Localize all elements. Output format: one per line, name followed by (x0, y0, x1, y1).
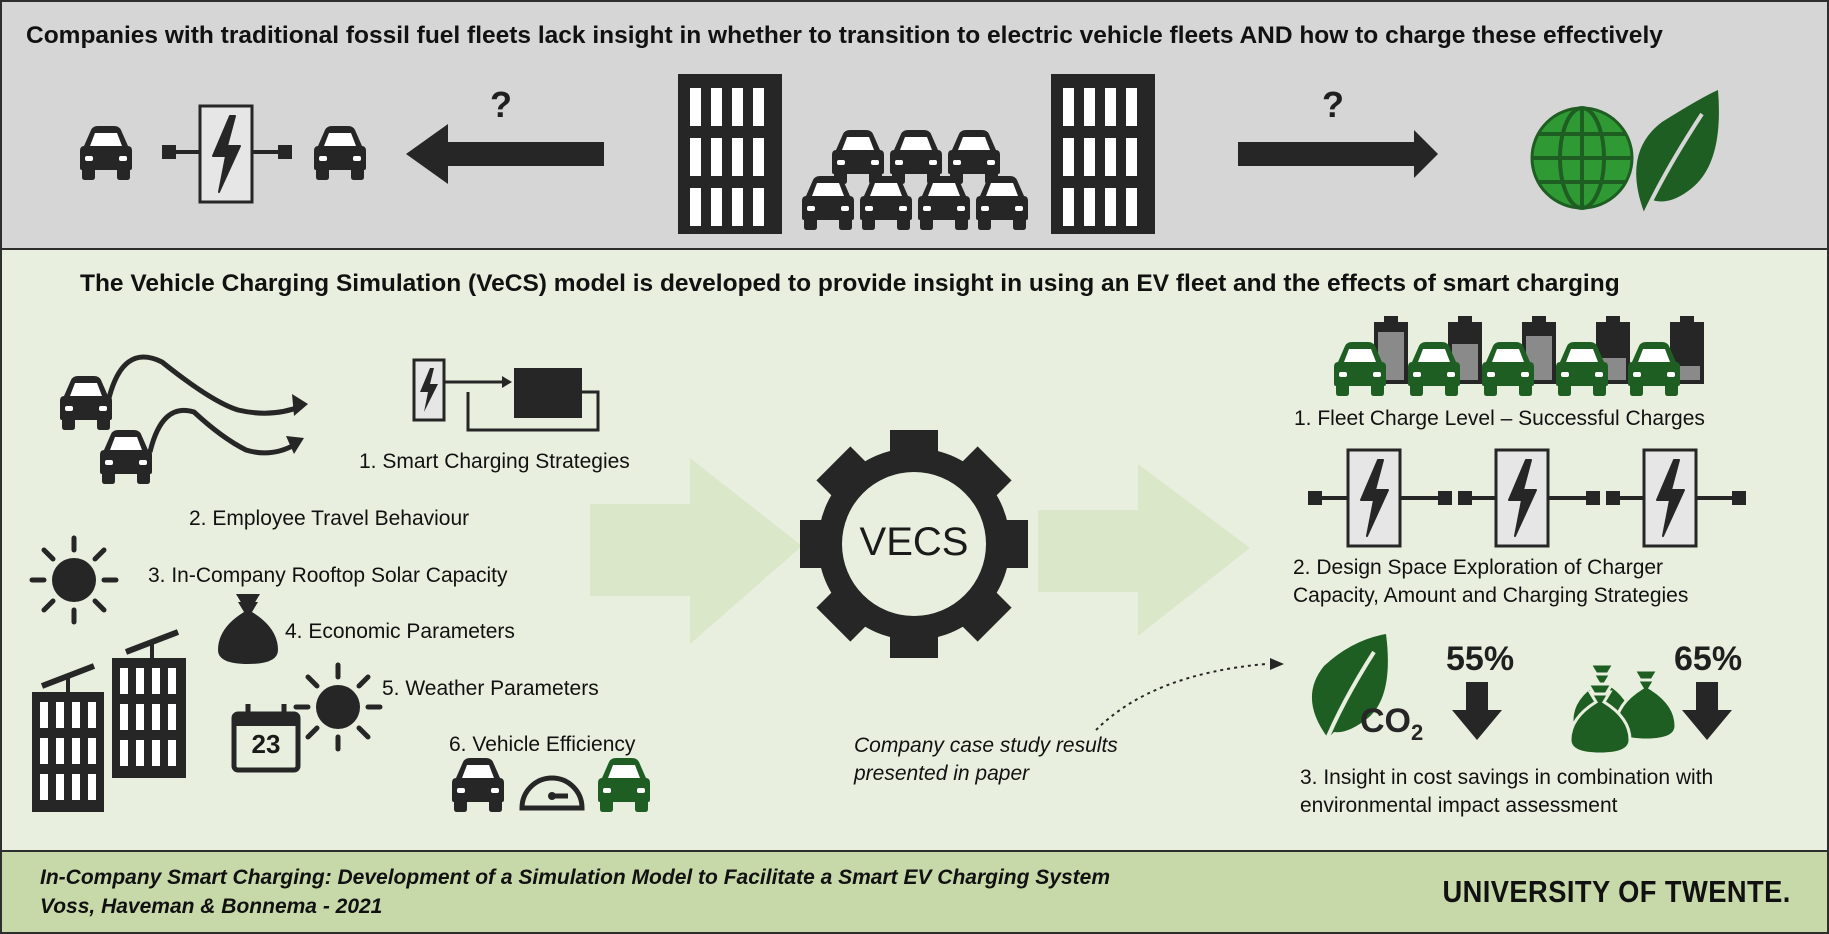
arrow-right-icon (1238, 130, 1438, 178)
footer-band (2, 850, 1827, 932)
question-mark-right: ? (1322, 84, 1344, 125)
input-smart-charging: 1. Smart Charging Strategies (359, 450, 630, 473)
input-economic: 4. Economic Parameters (285, 620, 515, 643)
smart-charging-icon (412, 358, 600, 432)
co2-subscript: 2 (1411, 719, 1424, 745)
university-logo: UNIVERSITY OF TWENTE. (1442, 874, 1791, 909)
output-design-line1: 2. Design Space Exploration of Charger (1293, 556, 1664, 579)
case-study-line1: Company case study results (854, 734, 1118, 757)
sun-icon-weather (296, 665, 380, 749)
paper-authors: Voss, Haveman & Bonnema - 2021 (40, 895, 383, 918)
co2-label: CO2 (1360, 702, 1423, 746)
vehicle-efficiency-icons (452, 758, 650, 812)
fleet-charge-level-icon (1334, 316, 1704, 396)
globe-icon (1530, 106, 1634, 210)
case-study-line2: presented in paper (854, 762, 1030, 785)
input-weather: 5. Weather Parameters (382, 677, 599, 700)
travel-behaviour-icon (60, 354, 308, 484)
calendar-day: 23 (251, 729, 281, 759)
output-design-line2: Capacity, Amount and Charging Strategies (1293, 584, 1689, 607)
output-insight-line1: 3. Insight in cost savings in combinatio… (1300, 766, 1714, 789)
sun-icon (32, 538, 116, 622)
case-study-pointer (1095, 663, 1267, 731)
problem-headline: Companies with traditional fossil fuel f… (26, 22, 1663, 49)
electric-charging-car-icon (80, 104, 366, 204)
input-vehicle-efficiency: 6. Vehicle Efficiency (449, 733, 636, 756)
model-headline: The Vehicle Charging Simulation (VeCS) m… (80, 270, 1620, 297)
output-fleet-charge: 1. Fleet Charge Level – Successful Charg… (1294, 407, 1705, 430)
output-insight: 3. Insight in cost savings in combinatio… (1300, 764, 1713, 820)
paper-title: In-Company Smart Charging: Development o… (40, 866, 1111, 889)
input-solar-capacity: 3. In-Company Rooftop Solar Capacity (148, 564, 508, 587)
problem-band (2, 2, 1827, 250)
arrow-left-icon (406, 124, 604, 184)
big-pale-arrows (590, 458, 1250, 644)
gear-label: VECS (859, 520, 969, 564)
co2-leaf-icon (1311, 634, 1388, 747)
money-bag-icon (218, 594, 278, 664)
fossil-fleet-icon (802, 130, 1028, 230)
leaf-icon (1636, 90, 1719, 221)
co2-reduction-value: 55% (1446, 640, 1515, 678)
calendar-icon (231, 704, 301, 773)
output-insight-line2: environmental impact assessment (1300, 794, 1618, 817)
charger-design-icons (1308, 448, 1746, 548)
case-study-note: Company case study results presented in … (854, 732, 1118, 788)
cost-reduction-value: 65% (1674, 640, 1743, 678)
solar-buildings-icon (32, 629, 186, 812)
down-arrow-icon (1452, 682, 1732, 740)
input-travel-behaviour: 2. Employee Travel Behaviour (189, 507, 470, 530)
question-mark-left: ? (490, 84, 512, 125)
money-bags-green-icon (1568, 662, 1678, 756)
co2-text: CO (1360, 702, 1411, 740)
gear-icon (800, 430, 1028, 658)
output-design-space: 2. Design Space Exploration of Charger C… (1293, 554, 1688, 610)
